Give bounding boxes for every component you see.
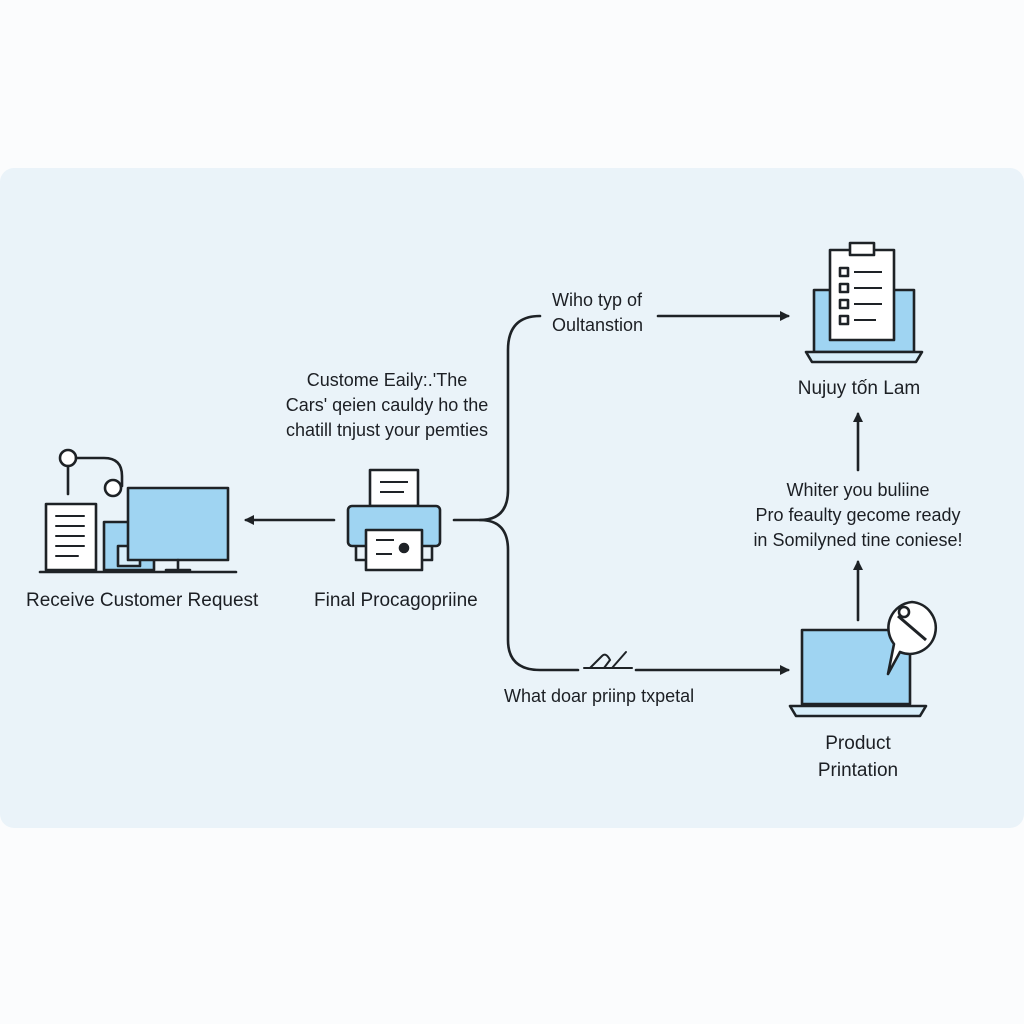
- fork-top-connector: [452, 314, 542, 522]
- receive-request-icon: [38, 448, 238, 574]
- pen-doodle-icon: [583, 651, 633, 669]
- product-label: Product Printation: [788, 730, 928, 784]
- right-note: Whiter you buliine Pro feaulty gecome re…: [744, 478, 972, 553]
- printer-icon: [346, 468, 442, 572]
- center-note-line-1: Custome Eaily:.'The: [306, 370, 468, 390]
- right-note-line-2: Pro feaulty gecome ready: [755, 505, 961, 525]
- product-laptop-icon: [788, 600, 937, 718]
- center-note: Custome Eaily:.'The Cars' qeien cauldy h…: [272, 368, 502, 443]
- monitor-icon: [126, 486, 230, 562]
- top-right-label: Nujuy tốn Lam: [797, 378, 921, 399]
- fork-bottom-connector: [478, 518, 580, 672]
- right-note-line-3: in Somilyned tine coniese!: [753, 530, 963, 550]
- center-note-line-2: Cars' qeien cauldy ho the: [285, 395, 489, 415]
- right-note-line-1: Whiter you buliine: [786, 480, 930, 500]
- top-branch-line-2: Oultanstion: [552, 315, 644, 335]
- clipboard-icon: [828, 248, 896, 342]
- pen-bubble-icon: [886, 600, 937, 676]
- final-step-label: Final Procagopriine: [314, 590, 478, 611]
- clipboard-laptop-icon: [804, 241, 924, 364]
- receive-request-label: Receive Customer Request: [26, 590, 259, 611]
- product-label-line-1: Product: [825, 733, 891, 754]
- bottom-branch-note: What doar priinp txpetal: [504, 686, 695, 706]
- top-branch-line-1: Wiho typ of: [552, 290, 643, 310]
- product-label-line-2: Printation: [817, 760, 899, 781]
- center-note-line-3: chatill tnjust your pemties: [285, 420, 489, 440]
- top-branch-note: Wiho typ of Oultanstion: [552, 288, 643, 338]
